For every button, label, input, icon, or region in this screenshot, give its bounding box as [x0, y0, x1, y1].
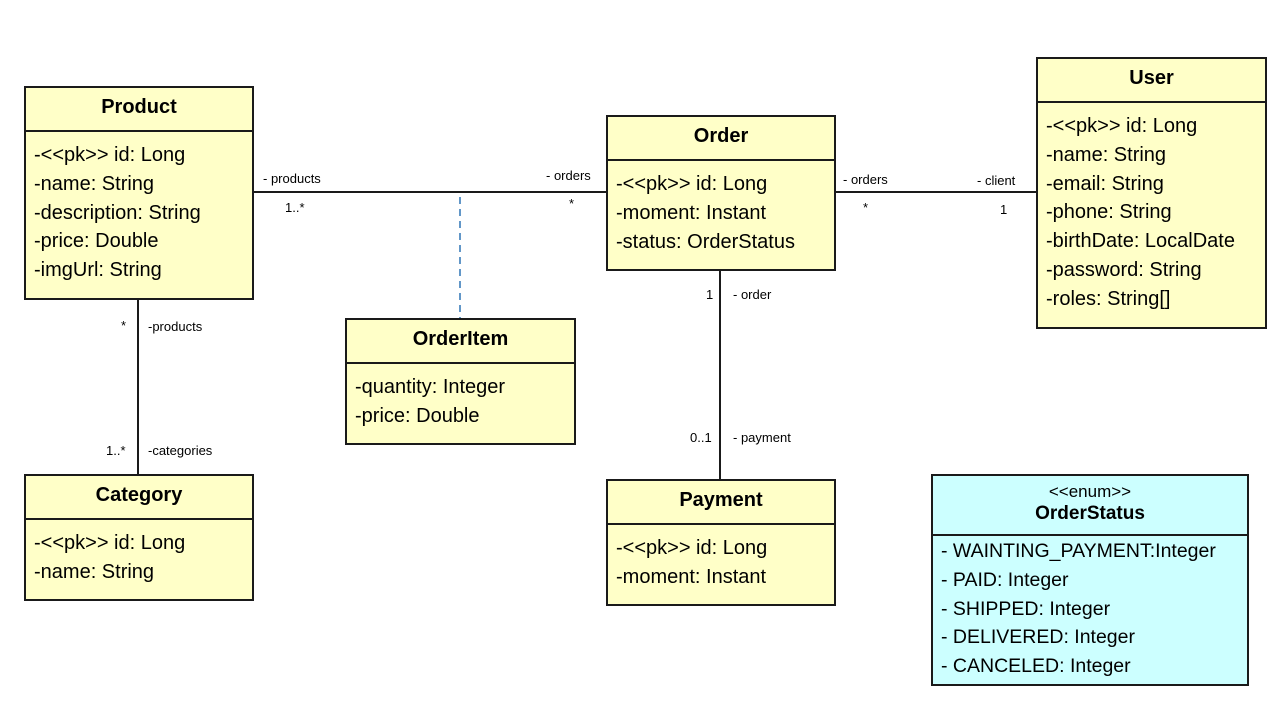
- class-user: User -<<pk>> id: Long -name: String -ema…: [1036, 57, 1267, 329]
- class-category: Category -<<pk>> id: Long -name: String: [24, 474, 254, 601]
- enum-value: - CANCELED: Integer: [941, 655, 1131, 678]
- enum-value: - DELIVERED: Integer: [941, 626, 1135, 649]
- class-product-attributes: -<<pk>> id: Long -name: String -descript…: [26, 132, 252, 285]
- attribute: -<<pk>> id: Long: [34, 144, 186, 166]
- attribute: -name: String: [34, 560, 155, 583]
- attribute: -birthDate: LocalDate: [1046, 230, 1235, 253]
- role-user-orders-label: - orders: [843, 172, 888, 187]
- attribute: -description: String: [34, 201, 201, 224]
- attribute: -moment: Instant: [616, 565, 767, 588]
- class-payment: Payment -<<pk>> id: Long -moment: Instan…: [606, 479, 836, 606]
- enum-stereotype: <<enum>>: [1048, 482, 1132, 501]
- attribute: -<<pk>> id: Long: [34, 532, 186, 554]
- class-order-attributes: -<<pk>> id: Long -moment: Instant -statu…: [608, 161, 834, 256]
- role-categories-label: -categories: [148, 443, 213, 458]
- enum-orderstatus-name: OrderStatus: [1035, 503, 1145, 524]
- role-payment-label: - payment: [733, 430, 791, 445]
- mult-user-orders-label: *: [863, 200, 868, 215]
- class-payment-attributes: -<<pk>> id: Long -moment: Instant: [608, 525, 834, 592]
- role-category-products-label: -products: [148, 319, 203, 334]
- enum-value: - WAINTING_PAYMENT:Integer: [941, 540, 1216, 562]
- mult-category-products-label: *: [121, 318, 126, 333]
- class-product-name: Product: [26, 88, 252, 132]
- enum-orderstatus: <<enum>> OrderStatus - WAINTING_PAYMENT:…: [931, 474, 1249, 686]
- class-payment-name: Payment: [608, 481, 834, 525]
- attribute: -phone: String: [1046, 201, 1172, 224]
- mult-payment-label: 0..1: [690, 430, 712, 445]
- attribute: -roles: String[]: [1046, 287, 1171, 310]
- role-products-label: - products: [263, 171, 321, 186]
- class-orderitem: OrderItem -quantity: Integer -price: Dou…: [345, 318, 576, 445]
- attribute: -password: String: [1046, 258, 1202, 281]
- mult-client-label: 1: [1000, 202, 1007, 217]
- role-order-label: - order: [733, 287, 772, 302]
- role-orders-label: - orders: [546, 168, 591, 183]
- mult-order-label: 1: [706, 287, 713, 302]
- class-order: Order -<<pk>> id: Long -moment: Instant …: [606, 115, 836, 271]
- mult-products-label: 1..*: [285, 200, 305, 215]
- role-client-label: - client: [977, 173, 1016, 188]
- enum-orderstatus-values: - WAINTING_PAYMENT:Integer - PAID: Integ…: [933, 536, 1247, 681]
- attribute: -price: Double: [34, 230, 159, 253]
- attribute: -imgUrl: String: [34, 259, 162, 282]
- enum-orderstatus-header: <<enum>> OrderStatus: [933, 476, 1247, 536]
- mult-orders-label: *: [569, 196, 574, 211]
- attribute: -name: String: [34, 172, 155, 195]
- class-order-name: Order: [608, 117, 834, 161]
- class-product: Product -<<pk>> id: Long -name: String -…: [24, 86, 254, 300]
- class-orderitem-attributes: -quantity: Integer -price: Double: [347, 364, 574, 431]
- attribute: -<<pk>> id: Long: [616, 173, 768, 195]
- enum-value: - PAID: Integer: [941, 568, 1069, 591]
- attribute: -quantity: Integer: [355, 376, 506, 398]
- class-category-name: Category: [26, 476, 252, 520]
- attribute: -name: String: [1046, 143, 1167, 166]
- attribute: -status: OrderStatus: [616, 230, 795, 253]
- class-orderitem-name: OrderItem: [347, 320, 574, 364]
- class-category-attributes: -<<pk>> id: Long -name: String: [26, 520, 252, 587]
- class-user-name: User: [1038, 59, 1265, 103]
- attribute: -<<pk>> id: Long: [616, 537, 768, 559]
- class-user-attributes: -<<pk>> id: Long -name: String -email: S…: [1038, 103, 1265, 314]
- mult-categories-label: 1..*: [106, 443, 126, 458]
- attribute: -email: String: [1046, 172, 1164, 195]
- attribute: -moment: Instant: [616, 201, 767, 224]
- enum-value: - SHIPPED: Integer: [941, 597, 1111, 620]
- attribute: -price: Double: [355, 404, 480, 427]
- attribute: -<<pk>> id: Long: [1046, 115, 1198, 137]
